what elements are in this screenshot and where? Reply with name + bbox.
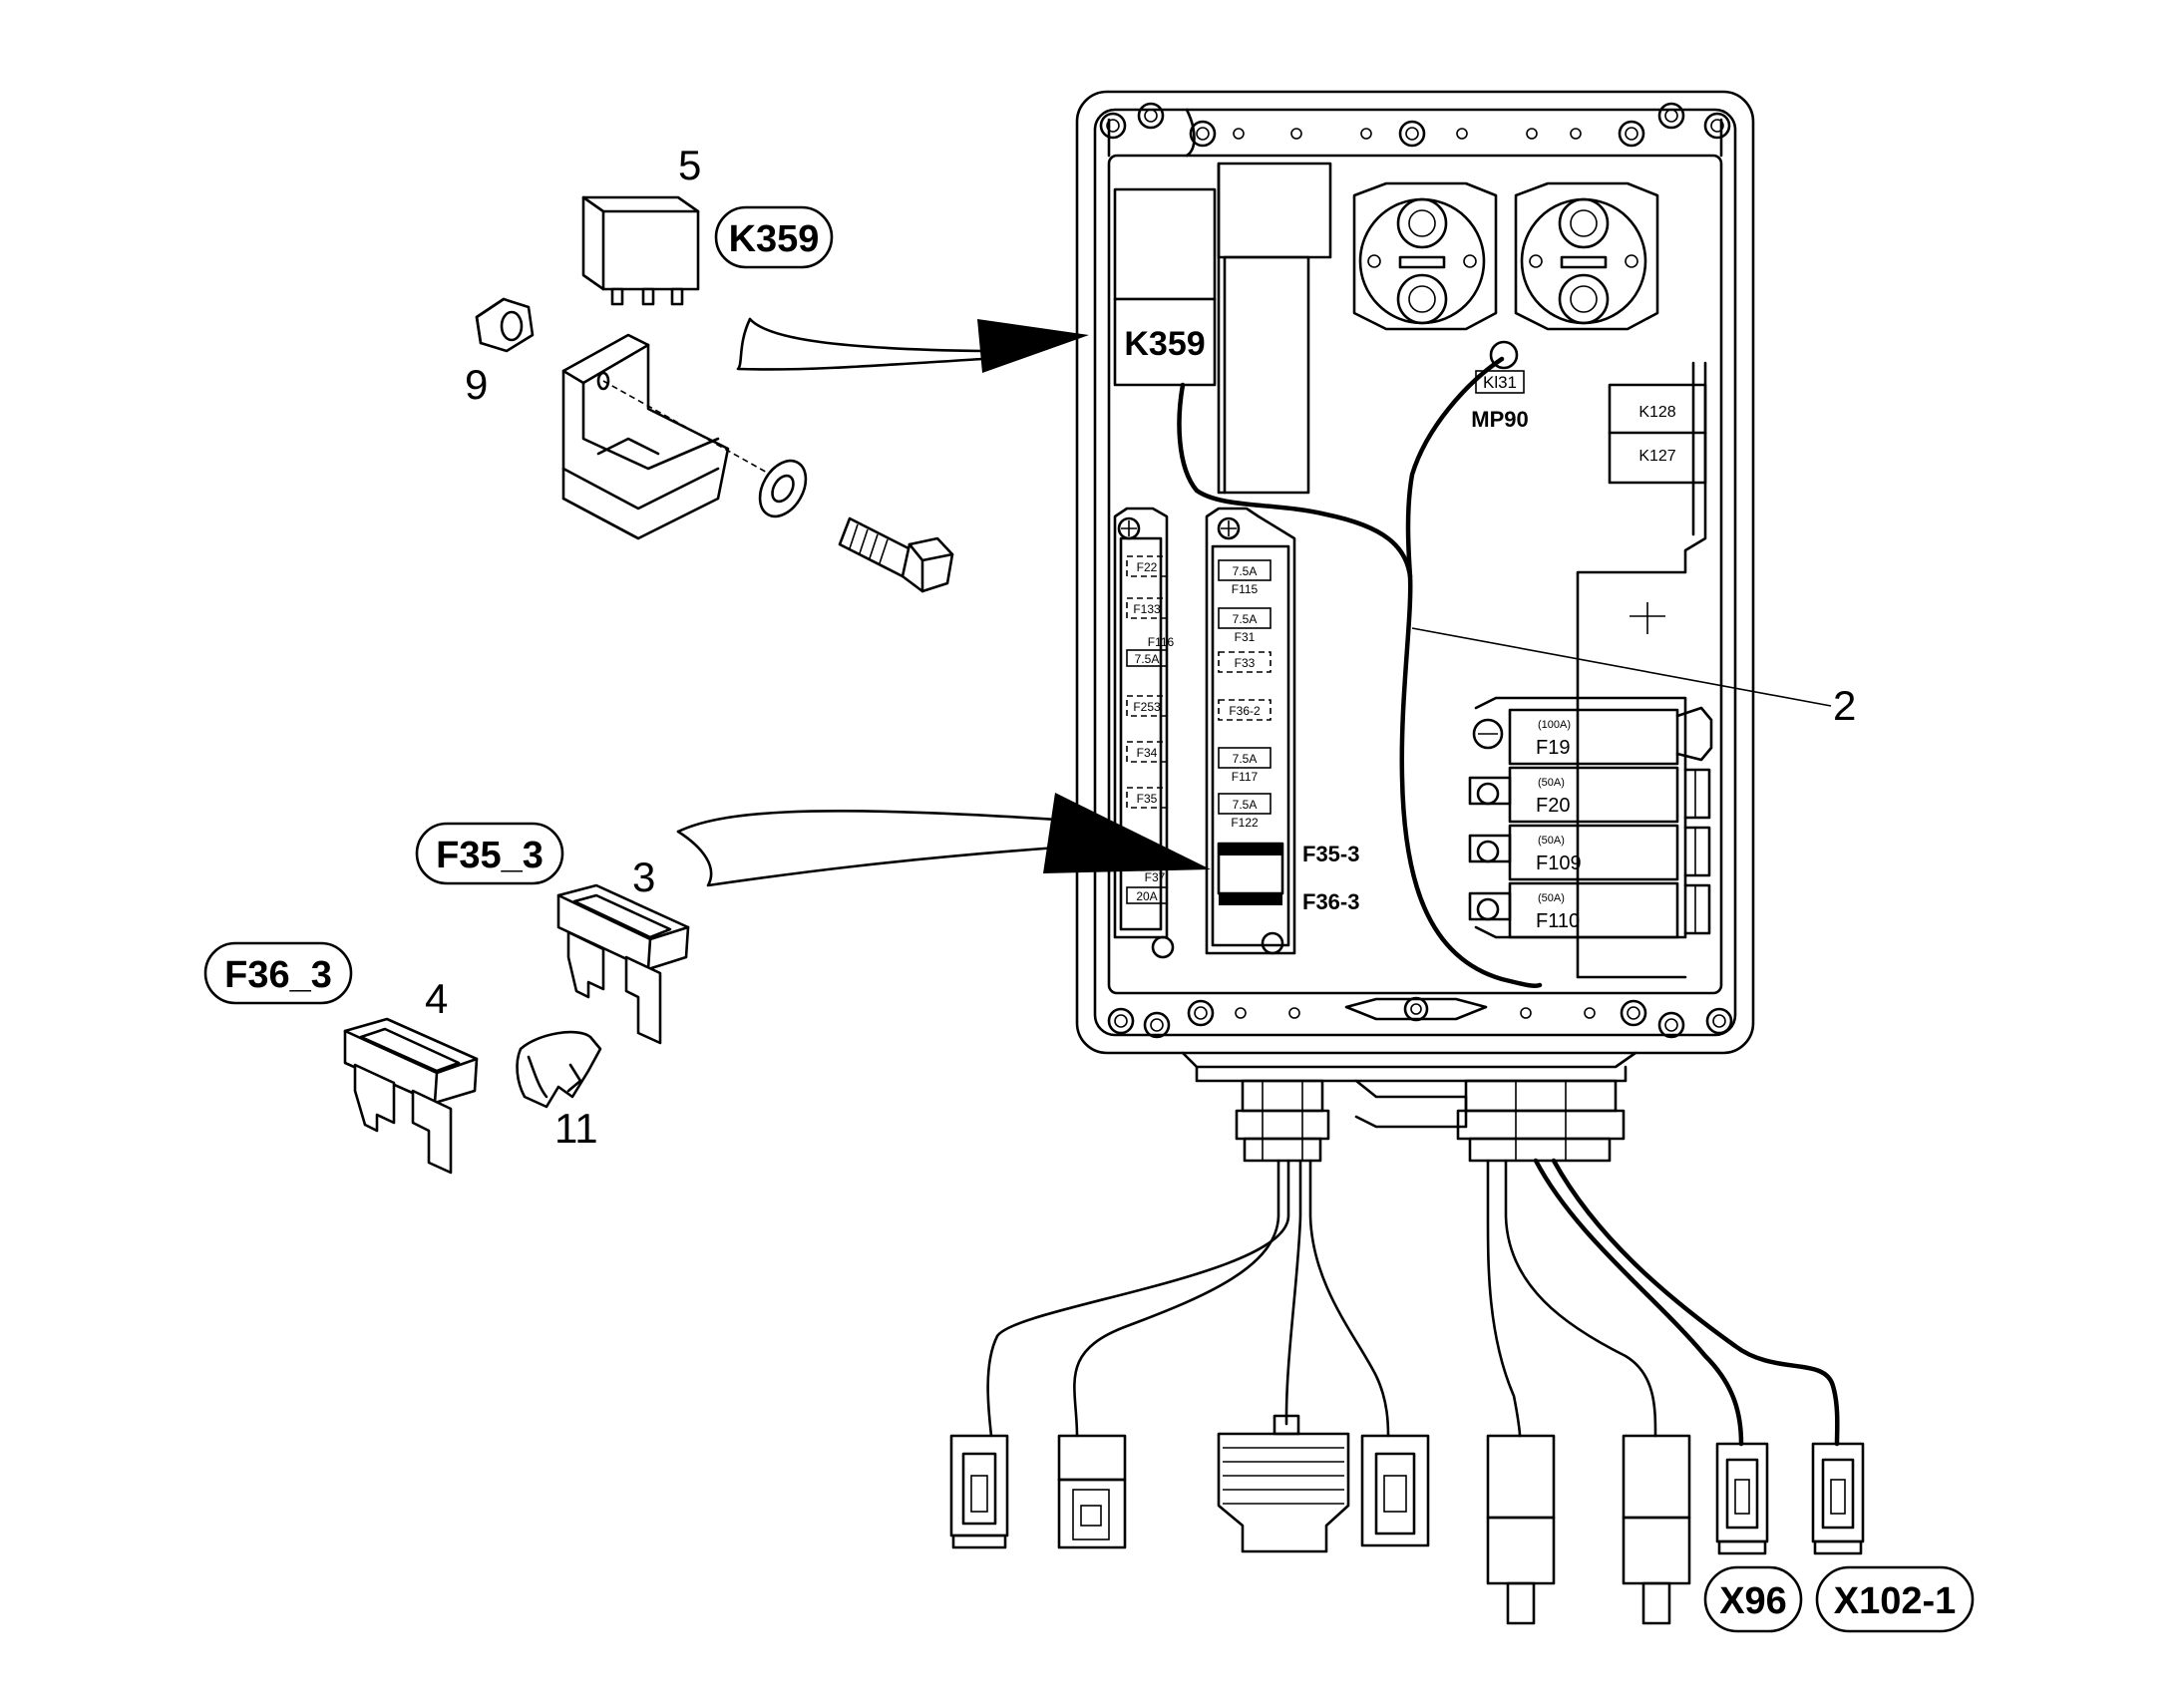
connector-3-round	[1217, 1414, 1350, 1553]
fuse-name: F36-2	[1229, 704, 1261, 718]
main-fuse-f19: (100A) F19	[1508, 708, 1679, 766]
tag-x96-label: X96	[1719, 1580, 1787, 1622]
fuse-name: F31	[1235, 630, 1256, 644]
tag-x102-1-label: X102-1	[1834, 1580, 1957, 1622]
callout-5: 5	[678, 142, 701, 188]
fuse-rating: 7.5A	[1233, 612, 1258, 626]
fuse-slot-f253: F253	[1126, 695, 1168, 717]
callout-3: 3	[632, 854, 655, 900]
main-fuse-f109: (50A) F109	[1508, 824, 1679, 881]
tag-x102-1-badge: X102-1	[1815, 1565, 1975, 1633]
fuse-name: F22	[1137, 560, 1158, 574]
fuse-rating: 7.5A	[1233, 798, 1258, 812]
connector-x102-1	[1811, 1442, 1865, 1555]
fuse-strip-left	[1113, 507, 1175, 959]
fuse-name: F35	[1137, 792, 1158, 806]
fuse-name: F122	[1231, 816, 1259, 830]
fuse-slot-f35: F35	[1126, 787, 1168, 809]
external-cables	[986, 1158, 1840, 1447]
callout-9: 9	[465, 361, 488, 408]
fuse-f35-3-part	[556, 883, 690, 1045]
fuse-name: F133	[1133, 602, 1161, 616]
main-fuse-name: F19	[1536, 737, 1570, 759]
box-label-kl31: Kl31	[1483, 373, 1517, 392]
arrow-fuses-to-box	[676, 793, 1211, 887]
tag-x96-badge: X96	[1703, 1565, 1803, 1633]
box-label-k128: K128	[1638, 404, 1675, 421]
arrow-relay-to-box	[736, 317, 1089, 373]
relay-bracket-part	[561, 333, 779, 540]
relay-k128-k127: K128 K127	[1576, 361, 1707, 979]
bolt-part	[838, 516, 954, 593]
box-fasteners	[1099, 102, 1733, 1039]
box-label-mp90: MP90	[1471, 407, 1528, 432]
ground-point-mp90: Kl31 MP90	[1471, 340, 1529, 432]
fuse-name: F117	[1232, 770, 1259, 784]
fuse-slot-f31: 7.5A F31	[1218, 607, 1272, 644]
fuse-name: F253	[1133, 700, 1161, 714]
nut-part	[475, 297, 535, 353]
fuse-rating: 7.5A	[1135, 652, 1160, 666]
main-fuse-f20: (50A) F20	[1508, 766, 1679, 824]
main-fuse-rating: (50A)	[1538, 892, 1565, 904]
fuse-name: F34	[1137, 746, 1158, 760]
fuse-slot-f122: 7.5A F122	[1218, 793, 1272, 830]
fuse-f36-3-part	[343, 1017, 479, 1175]
tag-k359-label: K359	[729, 218, 820, 260]
main-fuse-rating: (100A)	[1538, 719, 1571, 731]
tag-k359-badge: K359	[714, 205, 834, 269]
connector-4	[1360, 1434, 1430, 1547]
box-label-k127: K127	[1638, 448, 1675, 465]
tag-f36-badge: F36_3	[203, 941, 353, 1005]
fuse-rating: 7.5A	[1233, 564, 1258, 578]
main-fuse-rating: (50A)	[1538, 835, 1565, 847]
cable-glands	[1181, 1051, 1637, 1163]
fuse-slot-f36-2: F36-2	[1218, 699, 1272, 721]
main-fuse-f110: (50A) F110	[1508, 881, 1679, 939]
power-terminal-right	[1514, 181, 1659, 331]
fuse-name: F116	[1148, 635, 1175, 649]
leader-line-2	[1411, 627, 1832, 707]
internal-wiring	[1177, 356, 1543, 988]
power-terminal-left	[1352, 181, 1498, 331]
fuse-name: F33	[1235, 656, 1256, 670]
fuse-strip-right: F35-3 F36-3	[1205, 507, 1359, 955]
connector-1	[949, 1434, 1009, 1549]
callout-11: 11	[554, 1105, 598, 1152]
tag-f35-badge: F35_3	[415, 822, 564, 885]
fuse-name: F115	[1232, 582, 1259, 596]
box-label-k359: K359	[1124, 325, 1205, 363]
connector-x96	[1715, 1442, 1769, 1555]
fuse-slot-f115: 7.5A F115	[1218, 559, 1272, 596]
fuse-rating: 20A	[1136, 889, 1157, 903]
washer-part	[758, 459, 808, 518]
callout-2: 2	[1833, 682, 1856, 729]
fuse-slot-f33: F33	[1218, 651, 1272, 673]
main-fuse-rating: (50A)	[1538, 777, 1565, 789]
connector-6	[1622, 1434, 1691, 1625]
fuse-slot-f22: F22	[1126, 555, 1168, 577]
callout-4: 4	[425, 975, 448, 1022]
box-label-f35-3: F35-3	[1302, 842, 1359, 866]
fuse-name: F37	[1145, 870, 1166, 884]
fuse-clip-part	[516, 1030, 602, 1109]
box-label-f36-3: F36-3	[1302, 889, 1359, 914]
main-fuse-name: F109	[1536, 853, 1582, 874]
relay-k359-mounted: K359	[1113, 162, 1332, 495]
main-fuse-name: F20	[1536, 795, 1570, 817]
fuse-slot-f116: F116 7.5A	[1126, 635, 1175, 667]
tag-f35-label: F35_3	[436, 835, 544, 876]
tag-f36-label: F36_3	[224, 954, 332, 996]
main-fuse-block	[1468, 696, 1713, 939]
fuse-slot-f34: F34	[1126, 741, 1168, 763]
connector-2	[1057, 1434, 1127, 1549]
fuse-slot-f117: 7.5A F117	[1218, 747, 1272, 784]
relay-k359-part	[581, 195, 700, 306]
fuse-slot-f133: F133	[1126, 597, 1168, 619]
main-fuse-name: F110	[1536, 910, 1580, 932]
connector-5	[1486, 1434, 1556, 1625]
fuse-rating: 7.5A	[1233, 752, 1258, 766]
